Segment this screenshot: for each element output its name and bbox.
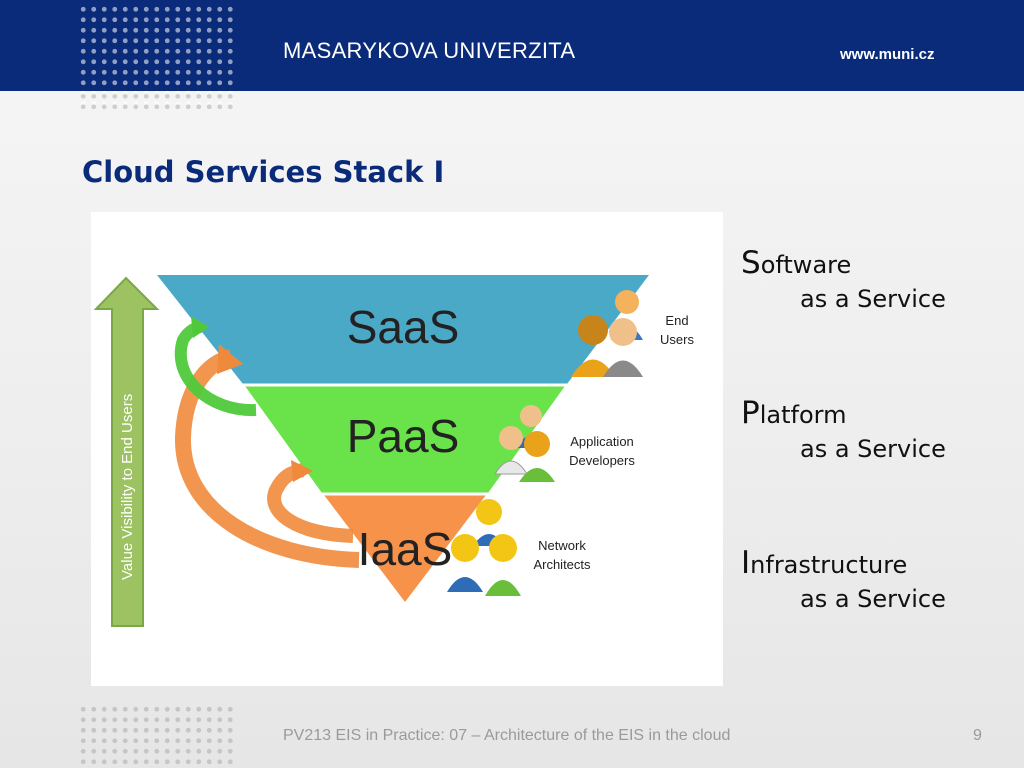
iaas-label: IaaS — [358, 523, 453, 575]
service-saas: Software as a Service — [741, 245, 981, 313]
saas-label: SaaS — [347, 301, 460, 353]
paas-rest: latform — [759, 401, 847, 429]
saas-suffix: as a Service — [800, 285, 946, 313]
slide-title: Cloud Services Stack I — [82, 155, 445, 189]
developers-icon — [494, 405, 555, 482]
saas-layer — [157, 275, 649, 384]
dot-pattern-top — [78, 4, 238, 108]
dot-pattern-top-fade — [78, 91, 238, 109]
paas-initial: P — [741, 395, 760, 431]
architects-label-1: Network — [538, 538, 586, 553]
service-iaas: Infrastructure as a Service — [741, 545, 981, 613]
paas-layer — [245, 386, 565, 493]
paas-label: PaaS — [347, 410, 460, 462]
iaas-layer — [324, 495, 486, 602]
orange-curve-arrow — [174, 344, 360, 568]
architects-label-2: Architects — [533, 557, 591, 572]
cloud-stack-diagram: SaaS PaaS IaaS Value Visibility to End U… — [91, 212, 723, 686]
value-visibility-label: Value Visibility to End Users — [119, 394, 136, 580]
saas-rest: oftware — [760, 251, 852, 279]
iaas-initial: I — [741, 545, 751, 581]
paas-suffix: as a Service — [800, 435, 946, 463]
iaas-rest: nfrastructure — [750, 551, 908, 579]
end-users-label-1: End — [665, 313, 688, 328]
page-number: 9 — [973, 727, 982, 744]
end-users-label-2: Users — [660, 332, 694, 347]
developers-label-2: Developers — [569, 453, 635, 468]
service-paas: Platform as a Service — [741, 395, 981, 463]
saas-initial: S — [741, 245, 761, 281]
architects-icon — [447, 499, 521, 596]
iaas-suffix: as a Service — [800, 585, 946, 613]
dot-pattern-bottom — [78, 704, 238, 766]
green-curve-arrow — [174, 316, 257, 417]
developers-label-1: Application — [570, 434, 634, 449]
diagram-svg: SaaS PaaS IaaS Value Visibility to End U… — [93, 275, 694, 627]
university-name: MASARYKOVA UNIVERZITA — [283, 38, 576, 63]
value-visibility-arrow: Value Visibility to End Users — [93, 276, 160, 627]
website-link[interactable]: www.muni.cz — [840, 46, 935, 63]
users-icon — [571, 290, 643, 377]
slide-footer: PV213 EIS in Practice: 07 – Architecture… — [283, 727, 731, 744]
